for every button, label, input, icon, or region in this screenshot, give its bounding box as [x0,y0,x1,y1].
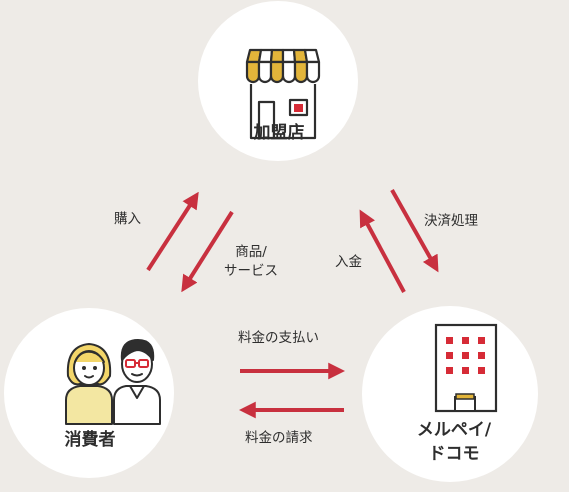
goods-arrow [181,210,234,293]
deposit-arrow [359,209,406,293]
store-window-accent [294,104,303,112]
store-awning-icon [245,48,321,140]
people-icon [65,339,161,425]
deposit-label: 入金 [335,254,362,270]
office-building-icon [434,323,498,413]
purchase-label: 購入 [114,211,141,227]
goods-label-line1: 商品/ [235,244,267,260]
payment-label: 料金の支払い [238,330,319,346]
store-label: 加盟店 [253,123,305,143]
merpay-label-line2: ドコモ [428,444,480,464]
purchase-arrow [146,191,199,272]
settlement-arrow [390,189,439,273]
billing-label: 料金の請求 [245,430,313,446]
merpay-label-line1: メルペイ/ [416,420,492,440]
goods-label-line2: サービス [224,263,278,279]
settlement-label: 決済処理 [424,213,478,229]
consumer-label: 消費者 [64,430,116,450]
